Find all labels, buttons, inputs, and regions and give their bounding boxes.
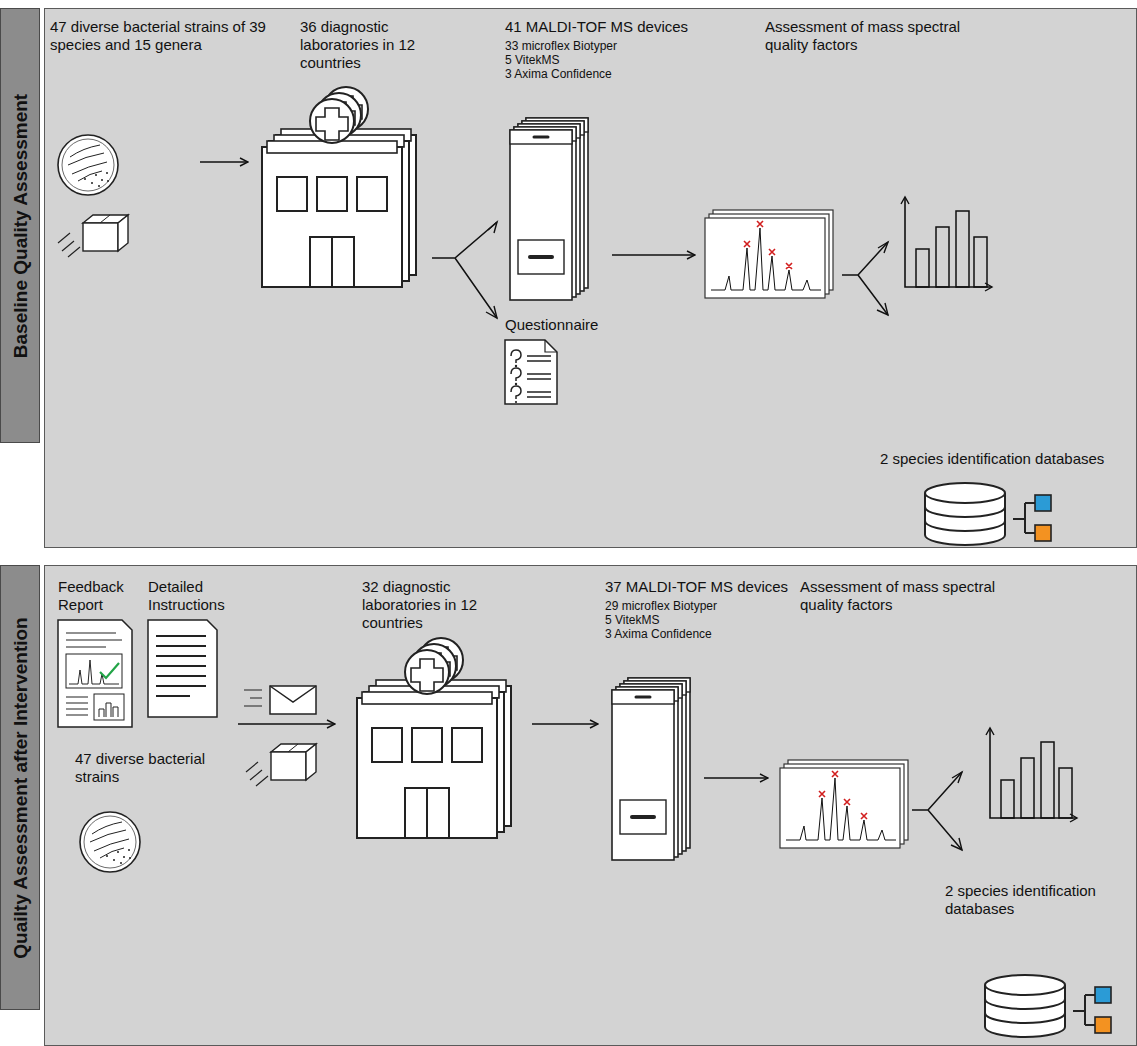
section-title: Baseline Quality Assessment [1, 9, 39, 442]
illustration-part [705, 210, 833, 298]
illustration-part [912, 772, 962, 850]
device-count: 5 VitekMS [505, 53, 725, 67]
illustration-part [877, 242, 888, 315]
step-label: Questionnaire [505, 316, 665, 334]
device-count: 3 Axima Confidence [505, 67, 725, 81]
illustration-part [432, 222, 497, 318]
step-label: 47 diverse bacterial strains [75, 750, 225, 786]
intervention-panel: Quailty Assessment after InterventionFee… [44, 565, 1137, 1046]
illustration-part [262, 87, 416, 287]
illustration-part [94, 694, 124, 720]
illustration-part [58, 215, 128, 257]
illustration-part [612, 678, 690, 860]
illustration-part [901, 197, 992, 291]
side-tab: Quailty Assessment after Intervention [0, 565, 40, 1010]
illustration-part [925, 483, 1051, 545]
step-label: 32 diagnostic laboratories in 12 countri… [362, 578, 512, 632]
step-label: 2 species identification databases [880, 450, 1125, 468]
illustration-part [80, 812, 140, 872]
illustration-part [985, 975, 1111, 1037]
illustration-part [66, 697, 88, 715]
illustration-part [66, 654, 122, 688]
illustration-part [246, 744, 316, 786]
illustration-part [99, 703, 118, 717]
illustration-part [704, 777, 768, 779]
illustration-part [780, 760, 908, 848]
step-label: 47 diverse bacterial strains of 39 speci… [50, 18, 282, 54]
illustration-part [486, 222, 497, 318]
illustration-part [200, 161, 248, 163]
baseline-panel: Baseline Quality Assessment47 diverse ba… [44, 8, 1137, 548]
illustration-part [842, 242, 888, 315]
illustration-part [66, 633, 122, 647]
device-count: 29 microflex Biotyper [605, 599, 790, 613]
step-label: Assessment of mass spectral quality fact… [765, 18, 970, 54]
illustration-part [505, 340, 557, 404]
step-label: Detailed Instructions [148, 578, 243, 614]
illustration-part [951, 772, 962, 850]
step-label: 36 diagnostic laboratories in 12 countri… [300, 18, 440, 72]
illustration-part [510, 118, 588, 300]
illustration-part [148, 620, 217, 717]
illustration-part [532, 723, 598, 725]
side-tab: Baseline Quality Assessment [0, 8, 40, 443]
device-count: 5 VitekMS [605, 613, 790, 627]
section-title: Quailty Assessment after Intervention [1, 566, 39, 1009]
illustration-part [69, 660, 119, 684]
illustration-part [238, 723, 335, 725]
illustration-part [100, 663, 119, 678]
illustration-part [58, 135, 118, 195]
illustration-part [612, 254, 695, 256]
illustration-part [357, 638, 511, 838]
illustration-part [58, 620, 132, 727]
illustration-part [986, 728, 1077, 822]
step-label: 41 MALDI-TOF MS devices [505, 18, 735, 36]
device-count: 3 Axima Confidence [605, 627, 790, 641]
step-label: Assessment of mass spectral quality fact… [800, 578, 1000, 614]
step-label: Feedback Report [58, 578, 140, 614]
illustration-part [244, 686, 316, 714]
step-label: 37 MALDI-TOF MS devices [605, 578, 790, 596]
illustration-part [156, 636, 206, 696]
device-count: 33 microflex Biotyper [505, 39, 725, 53]
step-label: 2 species identification databases [945, 882, 1133, 918]
